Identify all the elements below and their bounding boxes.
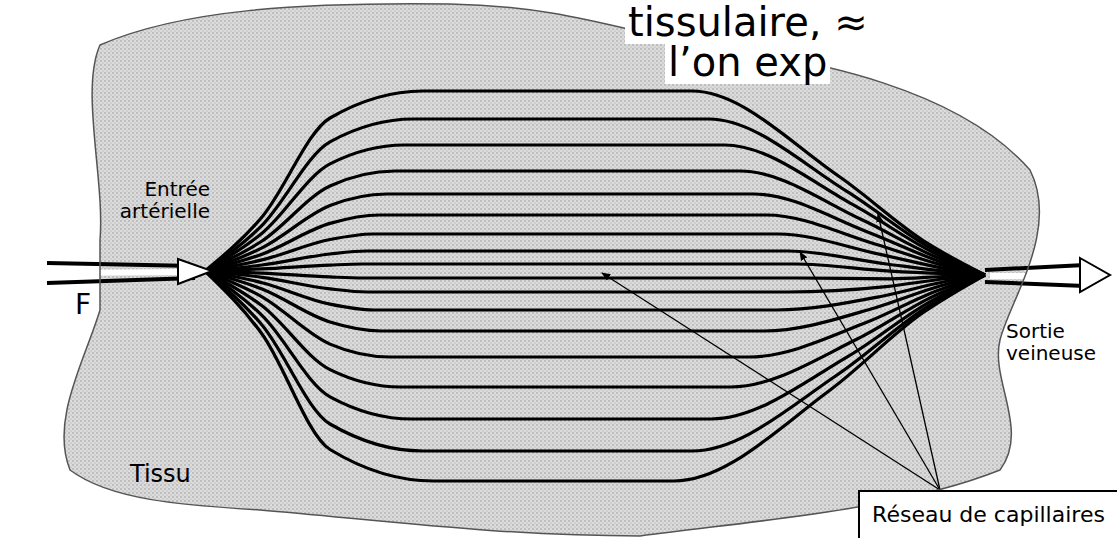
leader-line bbox=[602, 273, 940, 490]
leader-line bbox=[800, 252, 940, 490]
note-text: l’on exp bbox=[665, 40, 830, 84]
tissue-fill bbox=[64, 4, 1039, 536]
flow-arrowhead bbox=[1080, 258, 1110, 292]
leader-lines bbox=[602, 214, 940, 490]
capillary bbox=[205, 271, 985, 279]
leader-line bbox=[878, 214, 940, 490]
capillary bbox=[205, 271, 985, 310]
capillary bbox=[205, 91, 985, 275]
flow-symbol: F bbox=[75, 290, 91, 321]
vessel-wall bbox=[985, 282, 1085, 286]
capillary bbox=[205, 271, 985, 419]
capillary bbox=[205, 145, 985, 275]
venous-outlet bbox=[985, 258, 1110, 292]
outlet-label: Sortie veineuse bbox=[1006, 320, 1114, 364]
region-label: Tissu bbox=[130, 460, 191, 488]
capillary-network bbox=[205, 91, 985, 481]
capillary bbox=[205, 271, 985, 387]
capillary bbox=[205, 215, 985, 275]
vessel-lumen bbox=[50, 272, 180, 273]
capillary bbox=[205, 271, 985, 292]
callout-box: Réseau de capillaires bbox=[858, 490, 1117, 538]
capillary bbox=[205, 194, 985, 275]
arterial-inlet bbox=[47, 259, 212, 284]
capillary bbox=[205, 264, 985, 275]
vessel-wall bbox=[47, 263, 195, 266]
capillary bbox=[205, 271, 985, 481]
inlet-label: Entrée artérielle bbox=[98, 178, 210, 222]
vessel-lumen bbox=[990, 273, 1080, 279]
capillary bbox=[205, 234, 985, 275]
capillary bbox=[205, 119, 985, 275]
callout-text: Réseau de capillaires bbox=[872, 502, 1105, 528]
capillary bbox=[205, 271, 985, 451]
capillary bbox=[205, 171, 985, 275]
tissue-outline bbox=[64, 4, 1039, 536]
note-text: tissulaire, ≈ bbox=[625, 0, 871, 44]
vessel-wall bbox=[47, 278, 195, 283]
vessel-wall bbox=[985, 265, 1085, 270]
flow-arrowhead bbox=[178, 259, 212, 284]
capillary bbox=[205, 251, 985, 275]
